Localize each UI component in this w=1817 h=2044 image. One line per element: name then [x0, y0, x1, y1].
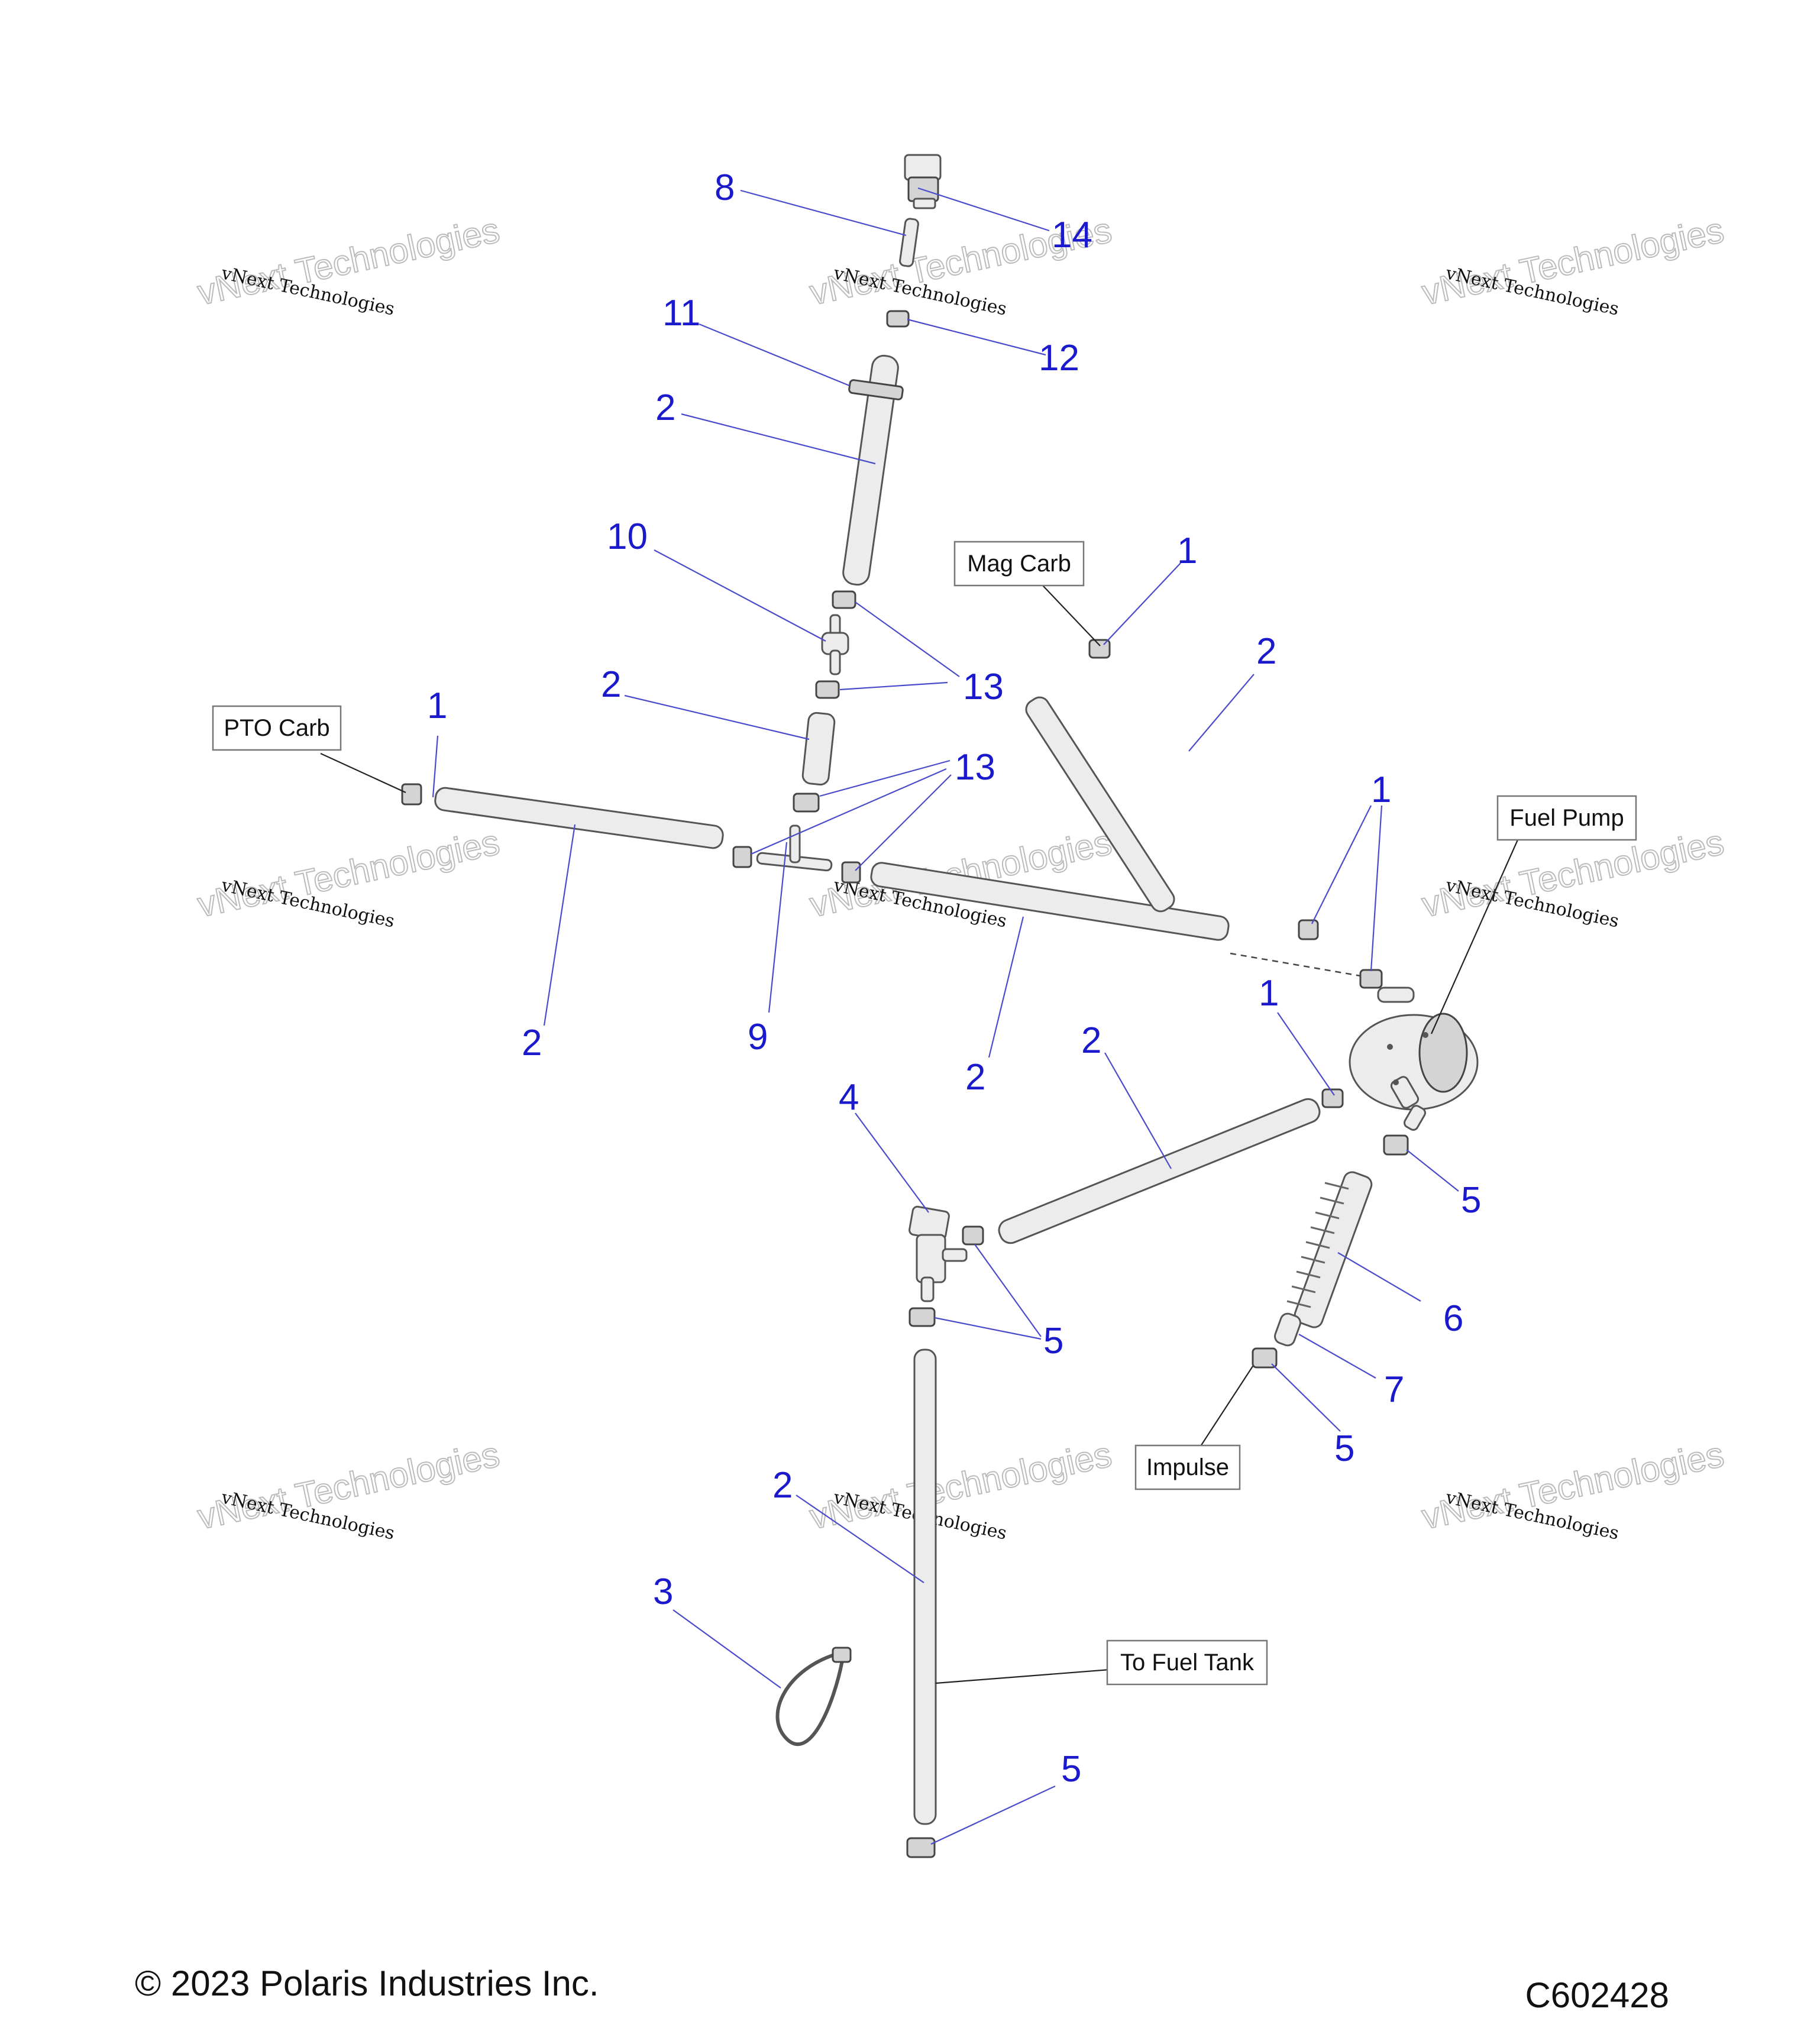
part-9-tee: [732, 824, 861, 884]
label-impulse: Impulse: [1134, 1444, 1241, 1490]
callout-9: 9: [748, 1017, 768, 1057]
part-2-hose-left: [401, 783, 724, 849]
part-12-clamp: [886, 310, 910, 328]
callout-13: 13: [955, 747, 995, 788]
label-impulse-text: Impulse: [1146, 1454, 1229, 1480]
footer: © 2023 Polaris Industries Inc. C602428: [135, 1964, 1669, 2015]
part-7-hose: [1274, 1312, 1301, 1347]
label-to-fuel-tank: To Fuel Tank: [1106, 1639, 1268, 1686]
callout-2: 2: [772, 1465, 793, 1506]
label-fuel-pump-text: Fuel Pump: [1509, 805, 1624, 831]
part-13-clamp: [832, 590, 856, 609]
callout-2: 2: [965, 1057, 985, 1098]
figure-id: C602428: [1525, 1975, 1669, 2015]
label-pto-carb-text: PTO Carb: [224, 715, 329, 741]
callout-7: 7: [1384, 1369, 1404, 1410]
callout-4: 4: [839, 1077, 859, 1118]
connector-dashed: [1230, 952, 1361, 977]
part-5-clamp: [1383, 1134, 1409, 1156]
callout-2: 2: [1256, 631, 1276, 672]
callout-14: 14: [1052, 215, 1092, 256]
callout-5: 5: [1061, 1749, 1081, 1790]
callout-1: 1: [1259, 973, 1279, 1014]
part-2-hose-right: [870, 862, 1230, 941]
part-3-tie-strap: [775, 1647, 852, 1746]
callout-5: 5: [1334, 1428, 1354, 1469]
part-6-spring: [1286, 1171, 1373, 1328]
label-mag-carb-text: Mag Carb: [967, 551, 1071, 577]
callout-8: 8: [714, 167, 735, 208]
part-5-clamp: [1252, 1347, 1278, 1369]
part-4-valve: [908, 1205, 984, 1302]
callout-10: 10: [607, 516, 648, 557]
callout-5: 5: [1461, 1180, 1481, 1221]
label-mag-carb: Mag Carb: [953, 541, 1085, 587]
label-to-fuel-tank-text: To Fuel Tank: [1120, 1650, 1255, 1676]
callout-2: 2: [1081, 1020, 1101, 1061]
callout-1: 1: [427, 685, 447, 726]
callout-13: 13: [963, 667, 1004, 707]
callout-5: 5: [1043, 1321, 1063, 1361]
part-5-clamp: [906, 1837, 936, 1858]
label-fuel-pump: Fuel Pump: [1496, 795, 1637, 841]
callout-3: 3: [653, 1571, 673, 1612]
part-8-tube: [899, 218, 919, 267]
callout-1: 1: [1371, 769, 1391, 810]
part-5-clamp: [908, 1307, 936, 1327]
copyright-text: © 2023 Polaris Industries Inc.: [135, 1964, 599, 2003]
callout-numbers: 8 14 11 12 2 10 13 2 13 1 2 9 2 1 2 1 1 …: [427, 167, 1481, 1790]
parts: [401, 154, 1479, 1858]
part-2-hose-tank: [913, 1348, 937, 1825]
part-13-clamp: [793, 793, 820, 813]
part-14-fitting: [904, 154, 942, 209]
label-boxes: Mag Carb PTO Carb Fuel Pump Impulse To F…: [212, 541, 1637, 1686]
leader-lines: [320, 187, 1519, 1845]
callout-1: 1: [1177, 531, 1197, 571]
callout-2: 2: [655, 387, 675, 428]
part-2-hose-lower: [998, 1088, 1344, 1244]
callout-2: 2: [522, 1023, 542, 1063]
fuel-pump: [1349, 969, 1479, 1131]
part-10-check-valve: [821, 614, 849, 675]
part-2-hose-short: [801, 711, 836, 786]
label-pto-carb: PTO Carb: [212, 705, 342, 751]
callout-2: 2: [601, 664, 621, 705]
part-2-hose-upper: [842, 354, 904, 586]
callout-12: 12: [1039, 338, 1079, 379]
callout-6: 6: [1443, 1298, 1463, 1339]
part-13-clamp: [815, 680, 840, 699]
callout-11: 11: [662, 293, 700, 334]
